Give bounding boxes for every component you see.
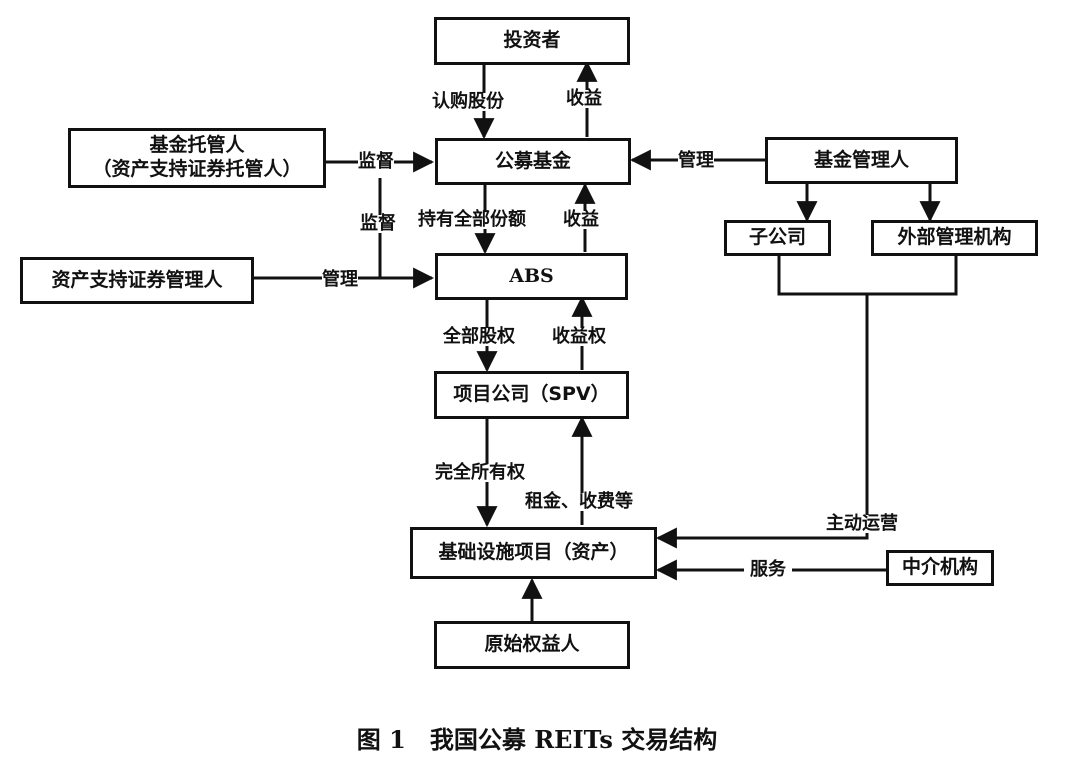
label-manage-fund: 管理 xyxy=(678,150,714,171)
abs-label: ABS xyxy=(509,264,554,287)
intermediary-label: 中介机构 xyxy=(901,556,978,579)
label-hold-all-shares: 持有全部份额 xyxy=(418,209,526,230)
label-supervise-fund: 监督 xyxy=(358,151,394,172)
label-active-operation: 主动运营 xyxy=(826,513,898,534)
edge-active-operation xyxy=(655,294,869,549)
label-subscribe-shares: 认购股份 xyxy=(432,91,504,112)
spv-label: 项目公司（SPV） xyxy=(453,383,610,406)
label-full-ownership: 完全所有权 xyxy=(435,462,525,483)
label-income-rights: 收益权 xyxy=(552,326,606,347)
intermediary-node: 中介机构 xyxy=(886,550,994,586)
original-owner-node: 原始权益人 xyxy=(434,621,630,669)
external-manager-label: 外部管理机构 xyxy=(897,226,1012,249)
abs-manager-label: 资产支持证券管理人 xyxy=(51,268,223,291)
label-income-investor: 收益 xyxy=(566,88,602,109)
fund-manager-label: 基金管理人 xyxy=(813,148,909,171)
subsidiary-label: 子公司 xyxy=(748,226,806,249)
infrastructure-label: 基础设施项目（资产） xyxy=(438,541,629,564)
public-fund-label: 公募基金 xyxy=(494,149,571,172)
label-supervise-abs: 监督 xyxy=(360,213,396,234)
label-service: 服务 xyxy=(744,561,792,579)
subsidiary-node: 子公司 xyxy=(724,220,831,256)
label-income-fund: 收益 xyxy=(563,209,599,230)
abs-manager-node: 资产支持证券管理人 xyxy=(20,257,254,304)
spv-node: 项目公司（SPV） xyxy=(434,371,629,419)
edge-join xyxy=(777,255,958,296)
abs-node: ABS xyxy=(435,253,628,300)
original-owner-label: 原始权益人 xyxy=(484,633,580,656)
label-all-equity: 全部股权 xyxy=(443,326,515,347)
investor-node: 投资者 xyxy=(434,17,630,65)
fund-custodian-label-1: 基金托管人 xyxy=(149,134,245,157)
infrastructure-node: 基础设施项目（资产） xyxy=(410,527,657,579)
fund-manager-node: 基金管理人 xyxy=(765,137,958,184)
external-manager-node: 外部管理机构 xyxy=(871,220,1038,256)
label-manage-abs: 管理 xyxy=(322,269,358,290)
investor-label: 投资者 xyxy=(503,29,561,52)
public-fund-node: 公募基金 xyxy=(435,138,631,185)
figure-caption: 图 1 我国公募 REITs 交易结构 xyxy=(356,725,718,754)
fund-custodian-label-2: （资产支持证券托管人） xyxy=(92,158,302,180)
label-rent-fees: 租金、收费等 xyxy=(525,491,633,512)
fund-custodian-node: 基金托管人 （资产支持证券托管人） xyxy=(68,128,326,188)
